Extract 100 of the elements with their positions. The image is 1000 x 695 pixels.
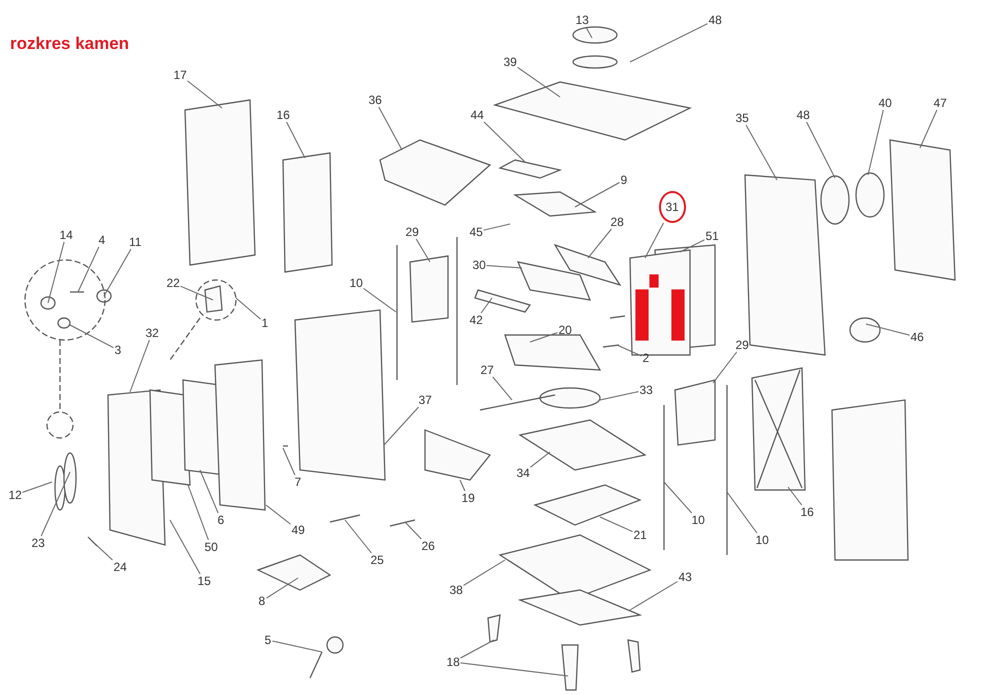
leader-line <box>486 265 522 268</box>
callout-number: 19 <box>460 491 476 505</box>
callout-number: 25 <box>370 553 385 567</box>
callout-number: 16 <box>276 108 291 122</box>
leader-line <box>530 332 558 342</box>
leader-line <box>664 482 692 514</box>
leader-line <box>344 520 372 554</box>
callout-number: 23 <box>30 536 46 550</box>
leader-line <box>600 391 639 400</box>
leader-line <box>188 484 209 540</box>
callout-number: 36 <box>368 93 383 107</box>
callout-number: 11 <box>128 235 142 249</box>
callout-number: 8 <box>258 594 266 608</box>
callout-number: 26 <box>420 539 436 553</box>
callout-number: 7 <box>294 475 302 489</box>
callout-number: 18 <box>446 655 461 669</box>
leader-line <box>200 470 219 514</box>
leader-line <box>70 324 114 348</box>
callout-number: 29 <box>734 338 750 352</box>
callout-number: 10 <box>754 533 770 547</box>
leader-line <box>282 448 296 476</box>
leader-line <box>384 406 420 446</box>
leader-line <box>266 504 291 525</box>
callout-number: 3 <box>114 343 122 357</box>
leader-line <box>788 486 802 506</box>
leader-line <box>363 288 396 312</box>
leader-line <box>460 640 494 658</box>
callout-number: 32 <box>144 326 160 340</box>
callout-number: 4 <box>98 233 106 247</box>
leader-line <box>492 376 512 400</box>
callout-number: 13 <box>574 13 590 27</box>
leader-line <box>460 480 466 492</box>
callout-number: 40 <box>878 96 893 110</box>
callout-number: 17 <box>172 68 188 82</box>
callout-number: 33 <box>638 383 654 397</box>
callout-number: 34 <box>516 466 531 480</box>
callout-number: 12 <box>8 488 23 502</box>
leader-line <box>460 662 568 676</box>
callout-number: 28 <box>610 215 625 229</box>
leader-line <box>378 106 402 150</box>
leader-line <box>130 340 150 392</box>
callout-number: 37 <box>418 393 433 407</box>
leader-line <box>680 239 705 252</box>
callout-number: 30 <box>472 258 487 272</box>
leader-line <box>517 66 560 98</box>
leader-line <box>266 578 298 599</box>
callout-number: 35 <box>734 111 750 125</box>
callout-number: 46 <box>910 330 925 344</box>
callout-number: 48 <box>796 108 811 122</box>
leader-line <box>806 122 836 178</box>
leader-line <box>726 492 758 534</box>
leader-line <box>40 472 70 536</box>
callout-number: 2 <box>642 351 650 365</box>
leader-line <box>585 26 592 38</box>
callout-number: 10 <box>690 513 706 527</box>
callout-number: 49 <box>290 523 306 537</box>
callout-number: 27 <box>480 363 495 377</box>
callout-number: 43 <box>678 570 693 584</box>
leader-line <box>484 122 526 162</box>
leader-line <box>187 80 222 108</box>
callout-number: 14 <box>58 228 74 242</box>
leader-line <box>48 242 65 304</box>
callout-number: 20 <box>558 323 573 337</box>
callout-number: 16 <box>800 505 815 519</box>
leader-line <box>104 248 132 296</box>
leader-line <box>272 640 322 652</box>
callout-number: 9 <box>620 173 628 187</box>
leader-line <box>868 110 884 176</box>
leader-line <box>463 560 506 586</box>
callout-number: 22 <box>166 276 181 290</box>
leader-line <box>480 298 492 314</box>
callout-number: 39 <box>502 55 518 69</box>
callout-number: 31 <box>658 191 686 223</box>
callout-number: 15 <box>196 574 212 588</box>
callout-number: 5 <box>264 633 272 647</box>
leader-line <box>630 581 678 610</box>
callout-number: 24 <box>112 560 128 574</box>
callout-number: 6 <box>216 513 226 527</box>
leader-line <box>630 23 708 62</box>
callout-number: 42 <box>468 313 484 327</box>
callout-number: 44 <box>470 108 485 122</box>
leader-line <box>22 482 52 493</box>
callout-number: 10 <box>348 276 364 290</box>
callout-number: 51 <box>704 229 720 243</box>
leader-line <box>746 124 778 180</box>
leader-line <box>286 122 306 158</box>
leader-line <box>78 246 100 292</box>
callout-number: 1 <box>260 316 270 330</box>
leader-line <box>616 344 642 356</box>
leader-line <box>574 182 620 208</box>
leader-line <box>170 520 201 574</box>
callout-number: 29 <box>404 225 420 239</box>
leader-line <box>483 224 510 231</box>
callout-number: 38 <box>448 583 464 597</box>
title: rozkres kamen <box>10 34 130 54</box>
callout-number: 21 <box>632 528 648 542</box>
callout-number: 47 <box>932 96 948 110</box>
leader-line <box>866 324 910 336</box>
leader-line <box>236 298 261 320</box>
leader-line <box>90 540 113 560</box>
